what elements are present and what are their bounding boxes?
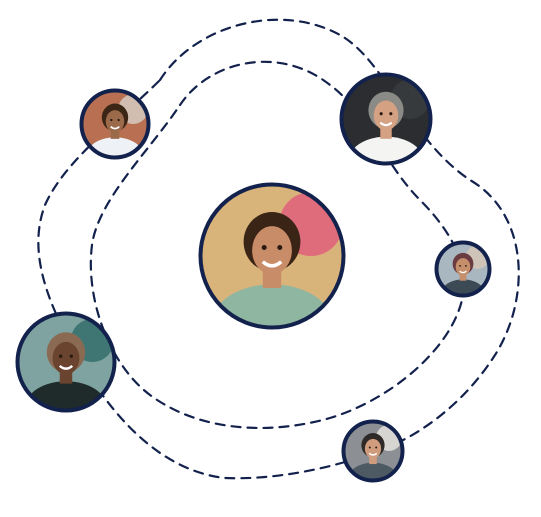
center-avatar[interactable] <box>198 182 346 363</box>
top-left-avatar[interactable] <box>79 88 151 174</box>
bottom-avatar[interactable] <box>341 419 405 494</box>
right-avatar-photo <box>437 243 489 295</box>
inner-dashed-orbit <box>89 60 466 430</box>
right-avatar[interactable] <box>434 240 492 308</box>
top-right-avatar-photo <box>342 75 430 163</box>
left-avatar-photo <box>18 314 114 410</box>
top-left-avatar-photo <box>82 91 148 157</box>
left-avatar[interactable] <box>15 311 117 434</box>
center-avatar-photo <box>201 185 343 327</box>
outer-dashed-orbit <box>37 18 520 480</box>
top-right-avatar[interactable] <box>339 72 433 185</box>
bottom-avatar-photo <box>344 422 402 480</box>
